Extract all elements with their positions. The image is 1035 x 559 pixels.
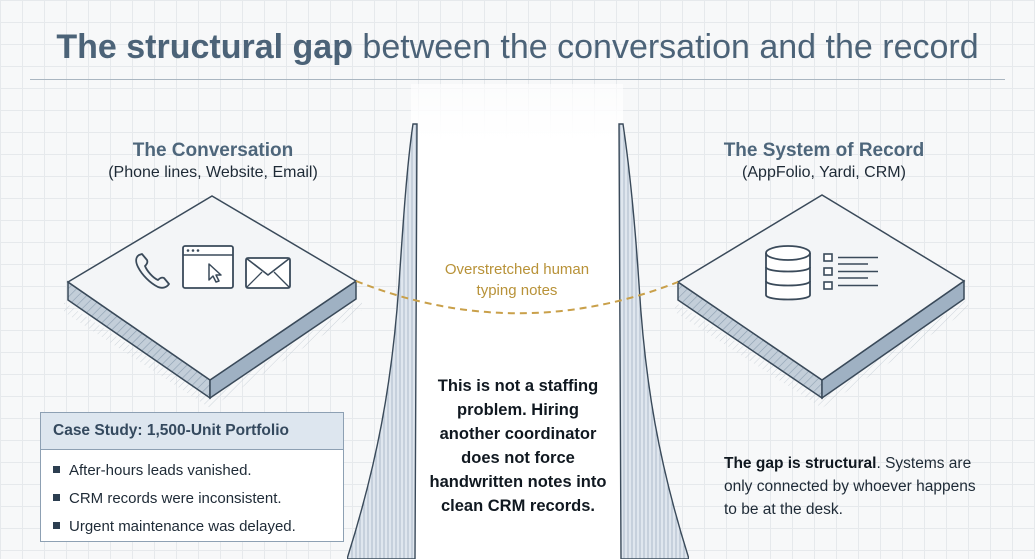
bullet-icon (53, 521, 60, 529)
bridge-label: Overstretched human typing notes (417, 259, 617, 301)
bullet-icon (53, 493, 60, 501)
center-statement-line: clean CRM records. (440, 497, 596, 515)
right-section-subtitle: (AppFolio, Yardi, CRM) (742, 164, 906, 181)
case-study-title: Case Study: 1,500-Unit Portfolio (41, 413, 343, 450)
left-section-title: The Conversation (132, 140, 294, 161)
phone-icon (135, 253, 170, 289)
case-study-box: Case Study: 1,500-Unit Portfolio After-h… (40, 412, 344, 542)
gap-note-rest: . Systems are only connected by whoever … (724, 455, 976, 518)
right-section-title: The System of Record (723, 140, 925, 161)
center-statement: This is not a staffing problem. Hiring a… (418, 374, 618, 518)
gap-note-strong: The gap is structural (724, 455, 877, 472)
list-item-text: Urgent maintenance was delayed. (69, 518, 296, 535)
title-bold-part: The structural gap (56, 28, 353, 66)
center-statement-line: This is not a staffing (437, 377, 599, 395)
center-statement-line: problem. Hiring (457, 401, 579, 419)
left-platform (64, 195, 362, 408)
chasm-gap (347, 84, 689, 559)
page-title: The structural gap between the conversat… (0, 28, 1035, 67)
case-study-list: After-hours leads vanished. CRM records … (41, 450, 343, 541)
bullet-icon (53, 465, 60, 473)
right-platform (675, 194, 968, 408)
center-statement-line: another coordinator (439, 425, 597, 443)
bridge-label-line: typing notes (476, 282, 558, 299)
center-statement-line: does not force (461, 449, 575, 467)
database-icon (765, 245, 811, 301)
right-cliff-wall (618, 123, 689, 559)
browser-cursor-icon (182, 245, 234, 289)
list-item: Urgent maintenance was delayed. (53, 513, 343, 541)
title-divider (30, 79, 1005, 80)
left-section-subtitle: (Phone lines, Website, Email) (108, 164, 318, 181)
center-statement-line: handwritten notes into (429, 473, 607, 491)
list-item-text: CRM records were inconsistent. (69, 490, 282, 507)
email-icon (245, 257, 291, 289)
list-item-text: After-hours leads vanished. (69, 462, 252, 479)
bridge-label-line: Overstretched human (444, 261, 590, 278)
list-item: CRM records were inconsistent. (53, 485, 343, 513)
gap-note: The gap is structural. Systems are only … (724, 452, 984, 521)
title-regular-part: between the conversation and the record (352, 28, 979, 66)
left-cliff-wall (347, 123, 418, 559)
list-item: After-hours leads vanished. (53, 457, 343, 485)
list-icon (823, 253, 878, 290)
